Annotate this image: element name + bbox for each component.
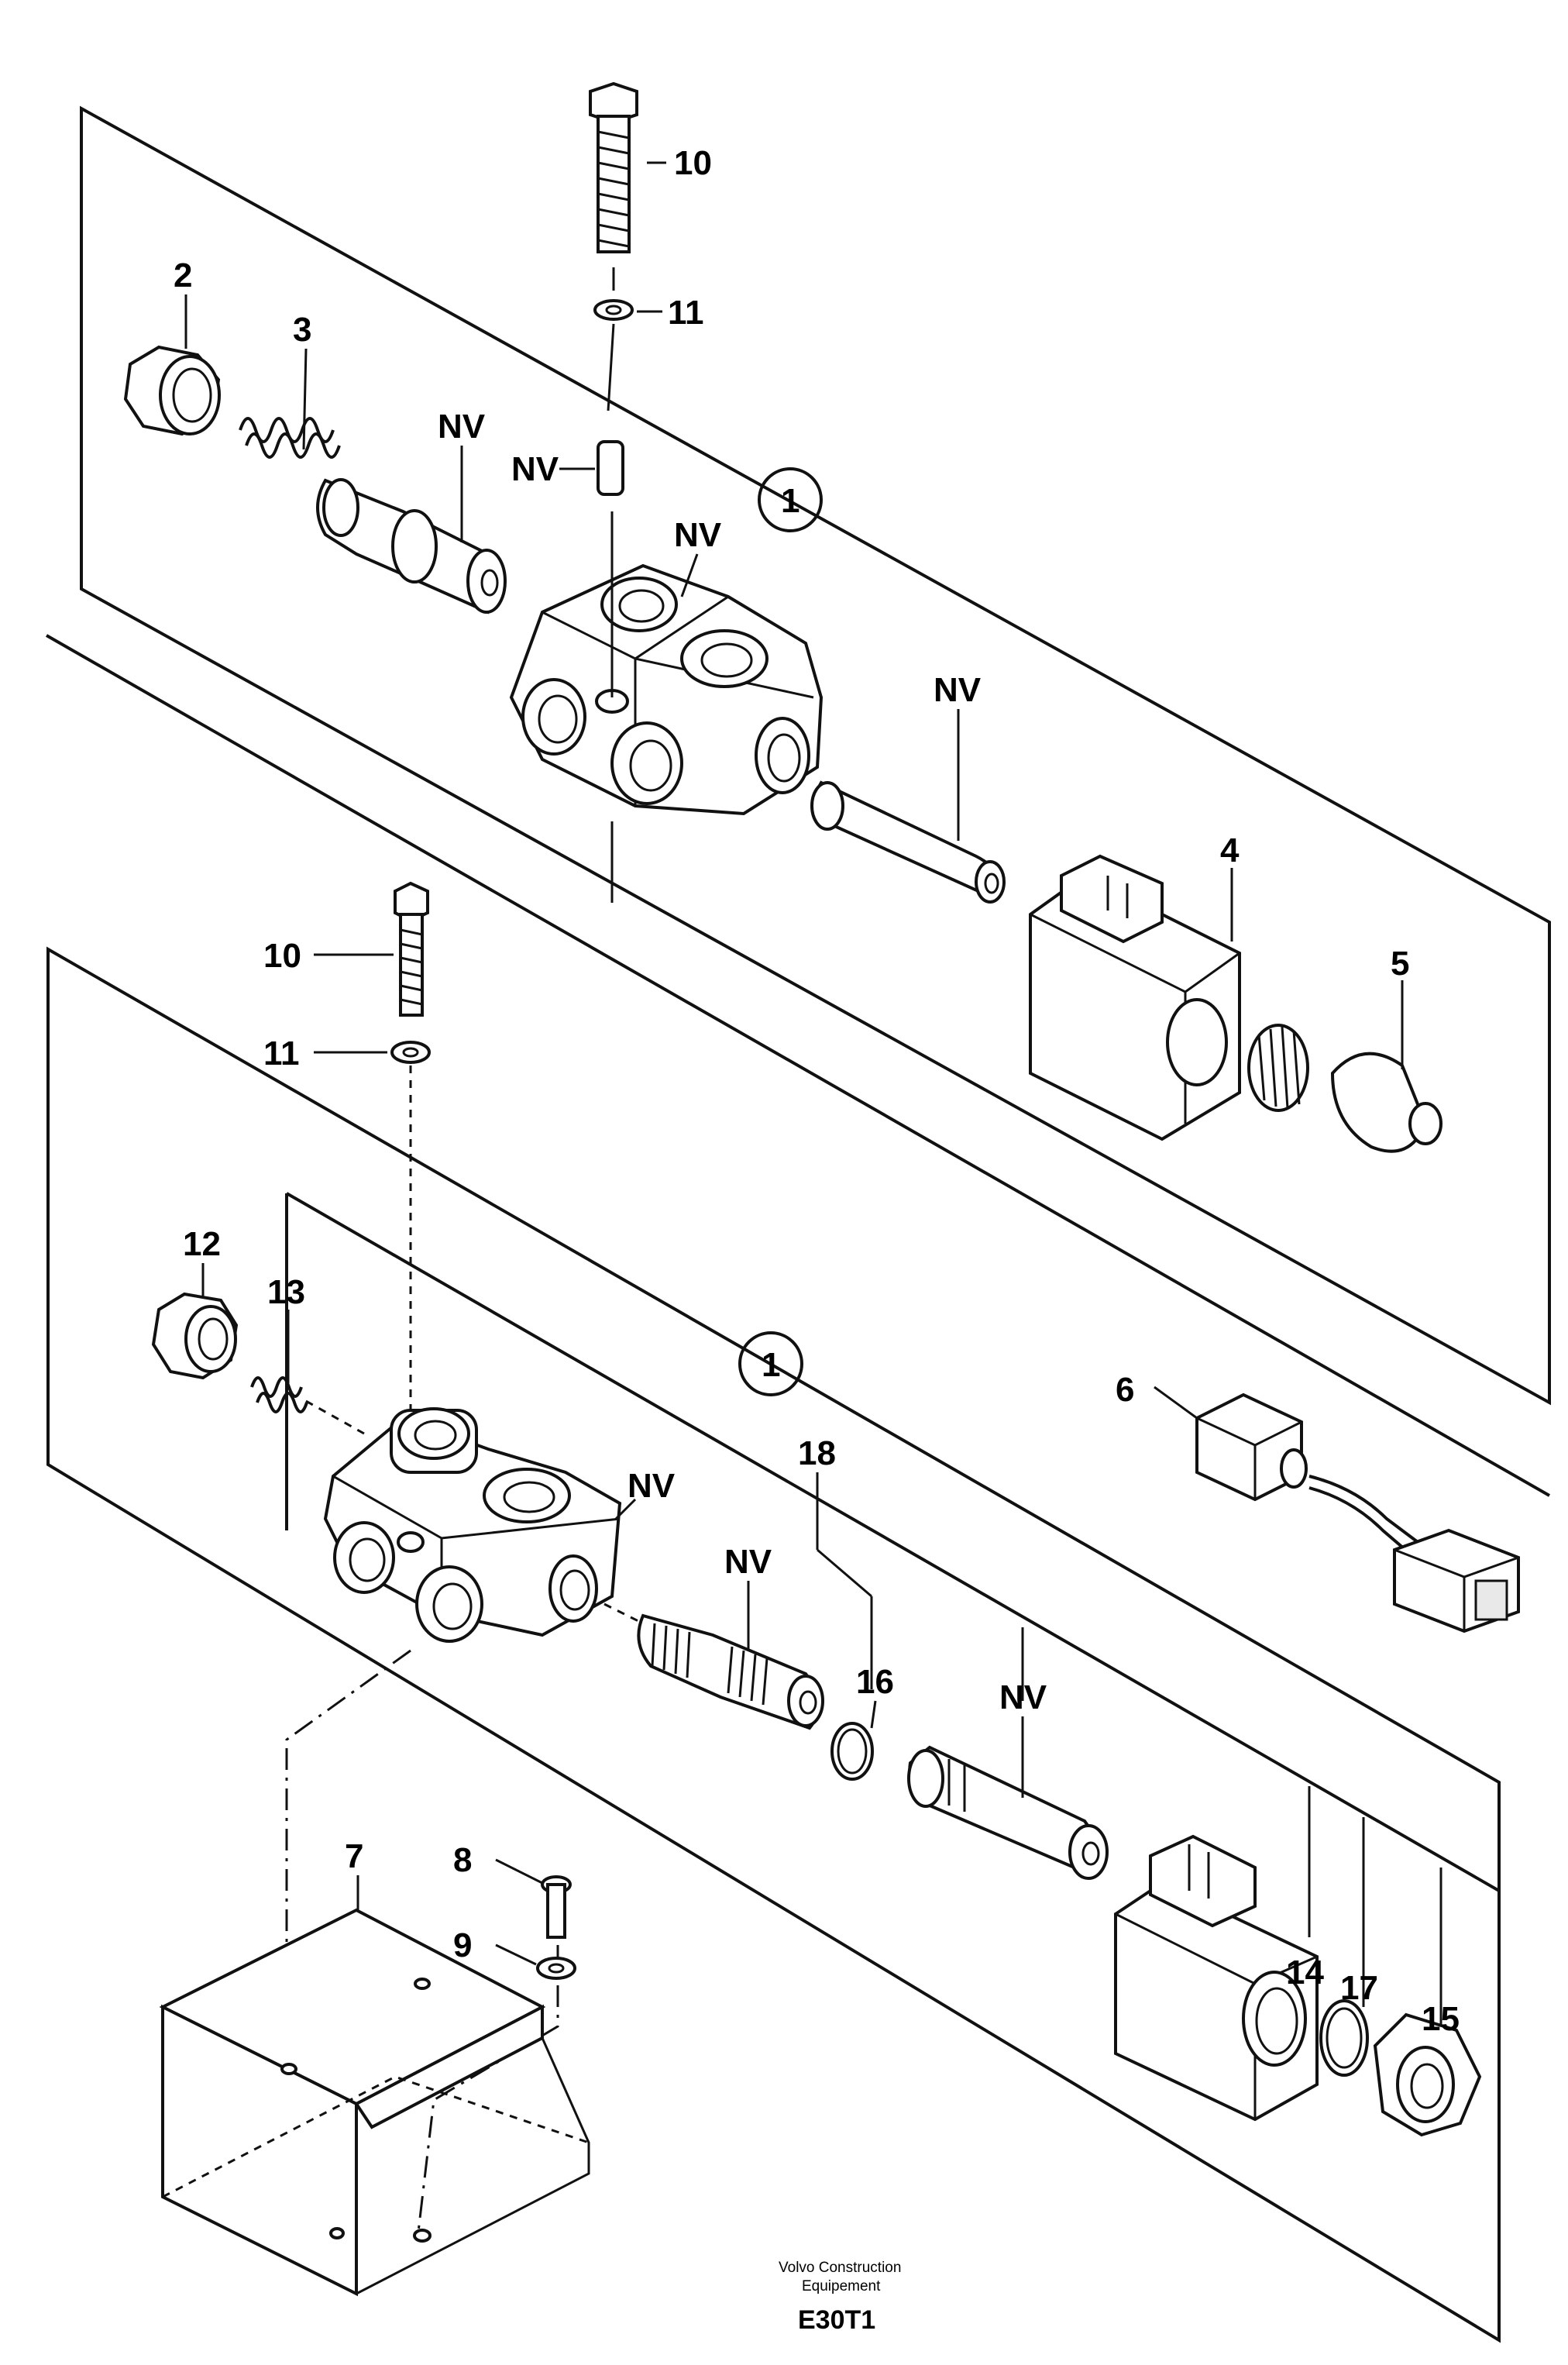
oring-inner: [837, 1728, 868, 1775]
callout-6: 6: [1116, 1371, 1134, 1409]
washer-hole: [402, 1047, 419, 1058]
upper-panel-frame: [80, 105, 1551, 1406]
bolt-10-top: [589, 81, 638, 253]
callout-12: 12: [183, 1225, 221, 1263]
leader-8: [495, 1858, 543, 1885]
pin-nv: [597, 440, 624, 496]
callout-3: 3: [293, 311, 311, 349]
callout-16: 16: [856, 1663, 894, 1701]
leader-nv3: [680, 553, 699, 597]
washer-hole: [548, 1963, 565, 1974]
callout-nv6: NV: [724, 1543, 772, 1581]
callout-1a: 1: [781, 482, 799, 520]
callout-nv5: NV: [628, 1467, 676, 1505]
axis-spring-lower: [305, 1399, 365, 1435]
solenoid-tube-nv-lower: [907, 1745, 1109, 1880]
spool-nv-lower: [637, 1613, 824, 1730]
callout-nv1: NV: [511, 450, 559, 488]
washer-11-top: [593, 299, 634, 321]
oring-17: [1319, 1999, 1369, 2077]
valve-body-lower: [323, 1407, 622, 1643]
valve-body-upper: [509, 563, 824, 816]
callout-nv2: NV: [438, 408, 486, 446]
leader-3: [302, 348, 308, 450]
plug-12: [151, 1292, 239, 1380]
callout-circle-1b: [738, 1331, 803, 1396]
bracket-7: [159, 1908, 590, 2297]
drawing-code: E30T1: [798, 2305, 875, 2335]
lower-panel-frame: [46, 946, 1501, 2343]
callout-17: 17: [1340, 1969, 1378, 2007]
callout-5: 5: [1391, 945, 1409, 983]
bolt-10-lower: [394, 881, 429, 1017]
leader-nv5: [614, 1498, 637, 1520]
callout-11a: 11: [668, 294, 704, 332]
spring-3: [239, 417, 341, 459]
plug-2: [123, 345, 221, 436]
callout-18: 18: [798, 1434, 836, 1472]
callout-10b: 10: [263, 937, 301, 975]
nut-5: [1247, 1024, 1442, 1153]
leader-6: [1154, 1386, 1198, 1420]
callout-8: 8: [453, 1841, 472, 1879]
connector-6: [1195, 1392, 1520, 1633]
leader-16: [870, 1700, 877, 1729]
callout-nv3: NV: [674, 516, 722, 554]
callout-2: 2: [174, 256, 192, 294]
leader-9: [495, 1943, 537, 1966]
solenoid-tube-nv-upper: [810, 780, 1006, 904]
callout-1b: 1: [762, 1346, 780, 1384]
inner-frame-top: [286, 1192, 1500, 1892]
oring-inner: [1326, 2007, 1363, 2069]
callout-circle-1a: [758, 467, 823, 532]
publisher-line-2: Equipement: [802, 2278, 881, 2294]
washer-11-lower: [390, 1041, 431, 1064]
separator-line: [46, 634, 1550, 1497]
callout-7: 7: [345, 1837, 363, 1875]
washer-9: [536, 1957, 576, 1980]
screw-8: [541, 1875, 572, 1939]
callout-15: 15: [1422, 2000, 1460, 2038]
callout-9: 9: [453, 1926, 472, 1964]
mount-axis-2: [417, 1945, 559, 2232]
callout-14: 14: [1286, 1954, 1324, 1991]
callout-4: 4: [1220, 831, 1240, 869]
axis-washer: [607, 323, 615, 411]
nut-15: [1373, 2012, 1482, 2137]
callout-10a: 10: [674, 144, 712, 182]
coil-14: [1114, 1834, 1319, 2122]
callout-13: 13: [267, 1273, 305, 1311]
spring-13: [250, 1376, 308, 1413]
callout-11b: 11: [263, 1034, 300, 1072]
publisher-line-1: Volvo Construction: [779, 2260, 901, 2276]
washer-hole: [605, 305, 622, 315]
spool-nv-upper: [316, 478, 507, 614]
callout-nv4: NV: [934, 671, 982, 709]
coil-4: [1029, 854, 1241, 1141]
leader-18-link: [817, 1548, 872, 1598]
